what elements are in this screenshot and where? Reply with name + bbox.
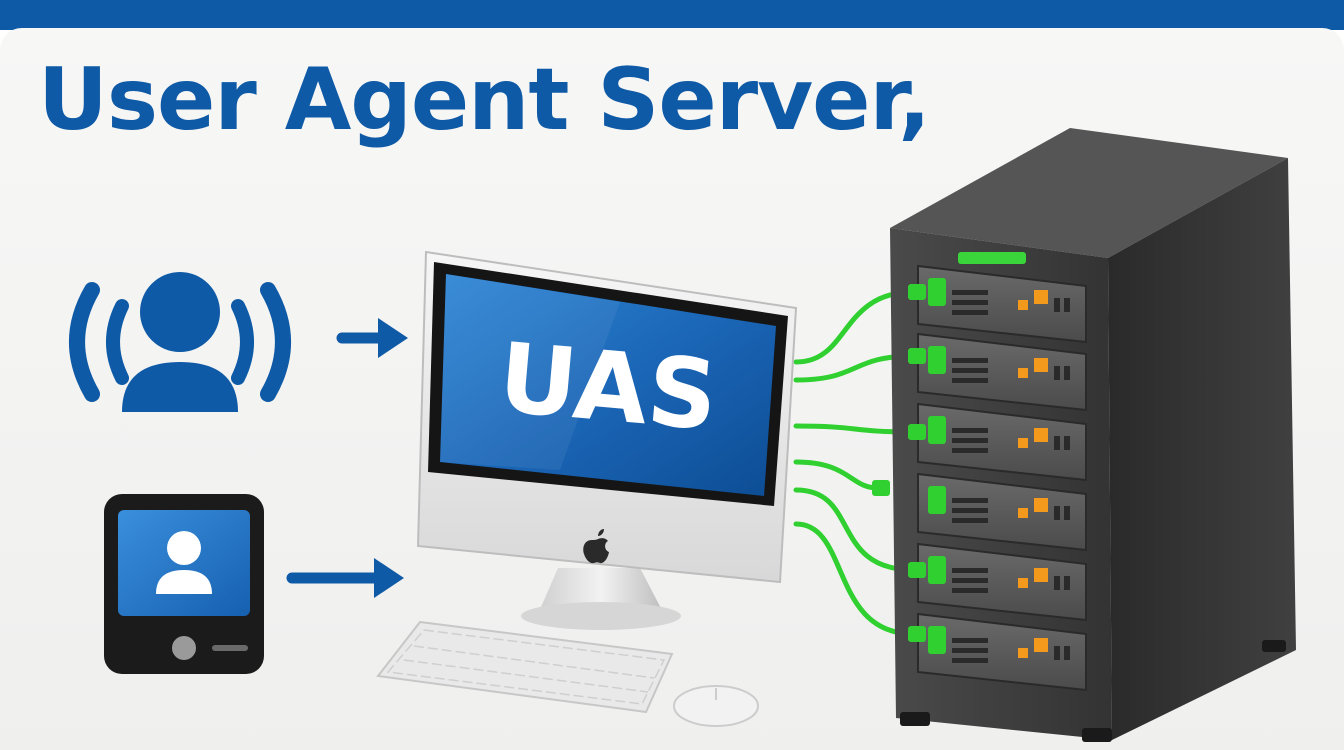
screen-label: UAS [494, 322, 721, 453]
arrow-right-icon [286, 558, 404, 598]
server-unit [917, 264, 1087, 344]
page-title: User Agent Server, [38, 50, 931, 150]
user-with-sound-waves-icon [69, 272, 291, 412]
mobile-device-user-icon [104, 494, 264, 674]
arrow-right-icon [336, 318, 408, 358]
server-rack-icon [872, 128, 1296, 742]
desktop-computer-icon [376, 250, 798, 727]
server-unit [917, 402, 1087, 482]
server-unit [917, 472, 1087, 552]
top-banner [0, 0, 1344, 30]
apple-logo-icon [583, 529, 609, 564]
server-unit [917, 542, 1087, 622]
server-unit [917, 612, 1087, 692]
server-unit [917, 332, 1087, 412]
cable-connectors [872, 284, 926, 642]
